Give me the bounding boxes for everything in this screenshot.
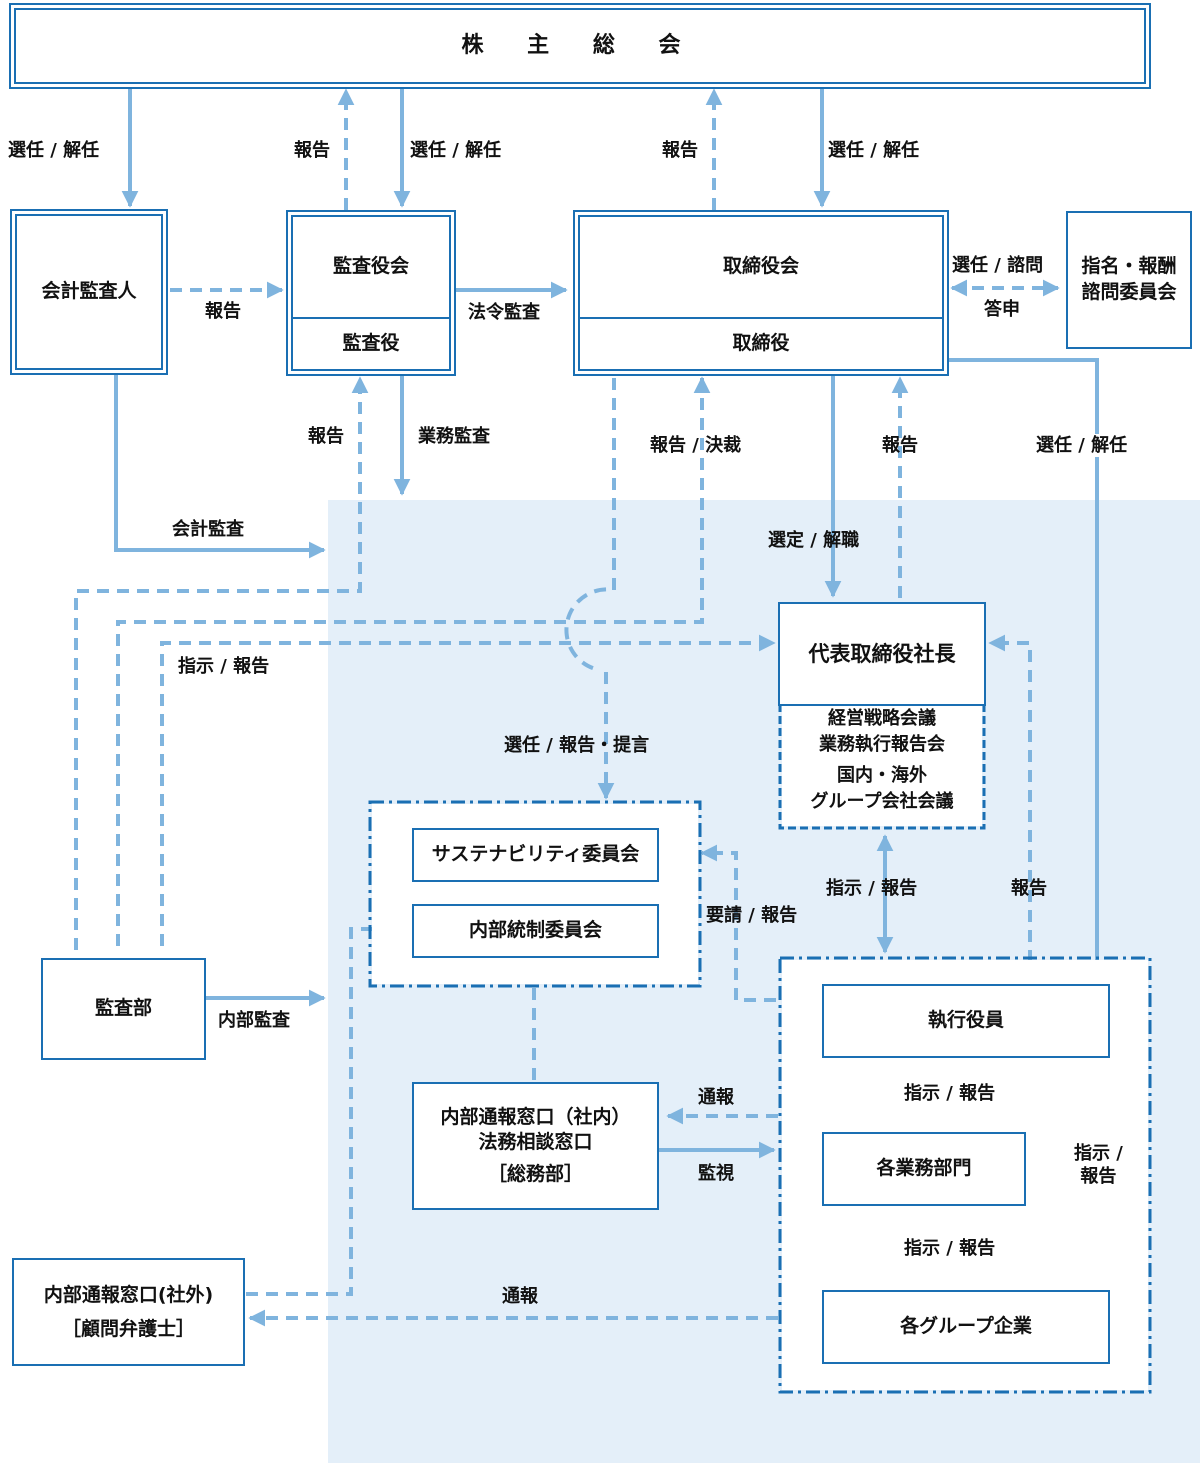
node-shareholders-label: 株 主 総 会 bbox=[461, 33, 699, 59]
node-audit-board-label: 監査役会 bbox=[332, 255, 409, 278]
label-appoint-dismiss-1: 選任 / 解任 bbox=[8, 140, 100, 161]
node-audit-board-top: 監査役会 bbox=[293, 217, 449, 319]
node-nomination-line1: 指名・報酬 bbox=[1081, 255, 1177, 278]
node-sustainability-label: サステナビリティ委員会 bbox=[431, 843, 640, 866]
node-sustainability-committee: サステナビリティ委員会 bbox=[412, 828, 659, 882]
node-nomination-line2: 諮問委員会 bbox=[1081, 281, 1177, 303]
hotline-internal-line1: 内部通報窓口（社内） bbox=[440, 1105, 631, 1128]
label-appoint-consult: 選任 / 諮問 bbox=[952, 255, 1044, 276]
node-directors-label: 取締役 bbox=[732, 332, 790, 355]
label-select-dismiss: 選定 / 解職 bbox=[768, 530, 860, 551]
arrow-appoint-report-propose bbox=[564, 378, 614, 798]
label-legal-audit: 法令監査 bbox=[468, 302, 540, 323]
node-group-companies-label: 各グループ企業 bbox=[900, 1315, 1032, 1338]
node-executive-officers: 執行役員 bbox=[822, 984, 1110, 1058]
label-appoint-dismiss-4: 選任 / 解任 bbox=[1036, 434, 1128, 458]
node-auditor-bottom: 監査役 bbox=[293, 319, 449, 369]
label-instruct-report-3: 指示 / 報告 bbox=[904, 1083, 996, 1104]
node-group-companies: 各グループ企業 bbox=[822, 1290, 1110, 1364]
arrow-audit-dept-report-to-auditor bbox=[74, 376, 369, 950]
label-accounting-audit: 会計監査 bbox=[172, 519, 244, 540]
label-whistle-1: 通報 bbox=[698, 1087, 734, 1108]
node-audit-department-label: 監査部 bbox=[94, 997, 152, 1020]
node-board-top: 取締役会 bbox=[580, 217, 942, 319]
meetings-border bbox=[778, 704, 986, 830]
meetings-line1: 経営戦略会議 bbox=[828, 708, 936, 729]
arrow-board-to-executives bbox=[948, 358, 1106, 982]
node-internal-control-label: 内部統制委員会 bbox=[468, 919, 602, 942]
arrow-executives-report bbox=[988, 634, 1032, 982]
label-report-2: 報告 bbox=[662, 140, 698, 161]
label-report-3: 報告 bbox=[308, 426, 344, 447]
label-appoint-report-propose: 選任 / 報告・提言 bbox=[504, 735, 650, 756]
label-instruct-report-1: 指示 / 報告 bbox=[178, 656, 270, 677]
node-audit-board: 監査役会 監査役 bbox=[286, 210, 456, 376]
meetings-line2: 業務執行報告会 bbox=[819, 733, 945, 755]
arrow-request-report bbox=[700, 844, 776, 1002]
node-external-hotline: 内部通報窓口(社外) ［顧問弁護士］ bbox=[12, 1258, 245, 1366]
node-executive-officers-label: 執行役員 bbox=[927, 1009, 1004, 1032]
label-report-auditor: 報告 bbox=[205, 301, 241, 322]
node-management-meetings: 経営戦略会議 業務執行報告会 国内・海外 グループ会社会議 bbox=[782, 706, 982, 826]
node-business-divisions: 各業務部門 bbox=[822, 1132, 1026, 1206]
node-president-label: 代表取締役社長 bbox=[808, 641, 956, 666]
label-instruct-report-4: 指示 / 報告 bbox=[1074, 1142, 1123, 1189]
node-internal-control-committee: 内部統制委員会 bbox=[412, 904, 659, 958]
label-report-1: 報告 bbox=[294, 140, 330, 161]
label-instruct-report-2: 指示 / 報告 bbox=[826, 878, 918, 899]
label-business-audit: 業務監査 bbox=[418, 426, 490, 447]
meetings-line4: グループ会社会議 bbox=[810, 790, 954, 812]
node-nomination-committee: 指名・報酬 諮問委員会 bbox=[1066, 211, 1192, 349]
committee-group-border bbox=[368, 800, 702, 988]
label-instruct-report-4-line2: 報告 bbox=[1080, 1166, 1117, 1188]
arrow-external-to-control bbox=[246, 920, 410, 1296]
node-president: 代表取締役社長 bbox=[778, 602, 986, 706]
execution-group-border bbox=[778, 956, 1152, 1394]
label-request-report: 要請 / 報告 bbox=[706, 905, 798, 926]
arrow-report-decision bbox=[116, 376, 711, 946]
node-board-label: 取締役会 bbox=[722, 255, 799, 278]
hotline-internal-line3: ［総務部］ bbox=[487, 1162, 583, 1185]
label-instruct-report-5: 指示 / 報告 bbox=[904, 1238, 996, 1259]
node-business-divisions-label: 各業務部門 bbox=[876, 1157, 972, 1180]
label-appoint-dismiss-2: 選任 / 解任 bbox=[410, 140, 502, 161]
hotline-external-line2: ［顧問弁護士］ bbox=[61, 1318, 195, 1340]
label-instruct-report-4-line1: 指示 / bbox=[1074, 1143, 1123, 1164]
node-shareholders-meeting: 株 主 総 会 bbox=[9, 3, 1151, 89]
label-whistle-2: 通報 bbox=[502, 1286, 538, 1307]
label-report-5: 報告 bbox=[1011, 878, 1047, 899]
node-auditor-label: 監査役 bbox=[342, 332, 400, 355]
node-audit-department: 監査部 bbox=[41, 958, 206, 1060]
label-reply: 答申 bbox=[984, 299, 1020, 320]
hotline-internal-line2: 法務相談窓口 bbox=[478, 1131, 593, 1154]
label-report-4: 報告 bbox=[882, 435, 918, 456]
label-report-decision: 報告 / 決裁 bbox=[650, 435, 742, 456]
meetings-line3: 国内・海外 bbox=[837, 765, 927, 787]
label-monitor: 監視 bbox=[698, 1163, 734, 1184]
node-accounting-auditor: 会計監査人 bbox=[10, 209, 168, 375]
hotline-external-line1: 内部通報窓口(社外) bbox=[43, 1283, 214, 1306]
arrow-accounting-audit bbox=[114, 374, 326, 559]
node-board-of-directors: 取締役会 取締役 bbox=[573, 210, 949, 376]
node-directors-bottom: 取締役 bbox=[580, 319, 942, 369]
node-accounting-auditor-label: 会計監査人 bbox=[41, 280, 137, 303]
arrow-president-instruct bbox=[160, 634, 776, 946]
label-internal-audit: 内部監査 bbox=[218, 1010, 290, 1031]
node-internal-hotline: 内部通報窓口（社内） 法務相談窓口 ［総務部］ bbox=[412, 1082, 659, 1210]
label-appoint-dismiss-3: 選任 / 解任 bbox=[828, 140, 920, 161]
